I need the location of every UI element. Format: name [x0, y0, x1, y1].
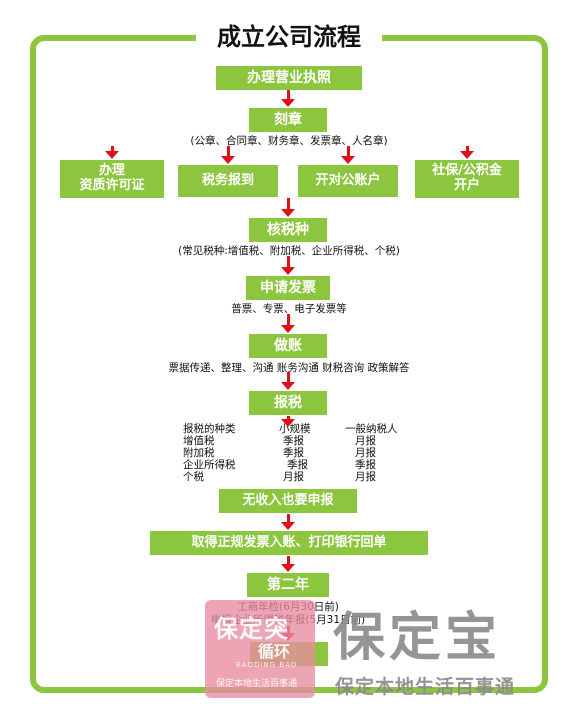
- tax-cell: 增值税: [183, 435, 215, 447]
- tax-filing-table: 报税的种类 小规模 一般纳税人 增值税 季报 月报 附加税 季报 月报 企业所得…: [183, 423, 413, 483]
- step-qualification-permit: 办理 资质许可证: [60, 160, 164, 198]
- step-tax-registration: 税务报到: [178, 165, 278, 197]
- watermark-gray-logo: 保定宝: [333, 608, 502, 668]
- step-second-year: 第二年: [247, 573, 329, 597]
- tax-cell: 企业所得税: [183, 459, 236, 471]
- table-row: 增值税 季报 月报: [183, 435, 413, 447]
- watermark-gray-sub: 保定本地生活百事通: [335, 676, 516, 698]
- tax-header-general: 一般纳税人: [345, 423, 398, 435]
- tax-cell: 月报: [355, 447, 376, 459]
- step-tax-type: 核税种: [249, 218, 327, 242]
- watermark-pink-bottom: 保定本地生活百事通: [216, 679, 298, 689]
- tax-cell: 月报: [283, 471, 304, 483]
- tax-table-header: 报税的种类 小规模 一般纳税人: [183, 423, 413, 435]
- tax-cell: 月报: [355, 471, 376, 483]
- tax-cell: 季报: [283, 435, 304, 447]
- invoice-note: 普票、专票、电子发票等: [231, 303, 347, 315]
- tax-cell: 季报: [355, 459, 376, 471]
- step-invoice-bank-slip: 取得正规发票入账、打印银行回单: [150, 531, 428, 555]
- table-row: 企业所得税 季报 季报: [183, 459, 413, 471]
- title-gap: [196, 22, 382, 52]
- tax-cell: 个税: [183, 471, 204, 483]
- step-apply-invoice: 申请发票: [246, 276, 330, 300]
- tax-cell: 月报: [355, 435, 376, 447]
- step-seal: 刻章: [249, 108, 327, 132]
- step-business-license: 办理营业执照: [216, 66, 362, 90]
- seal-note: (公章、合同章、财务章、发票章、人名章): [190, 135, 388, 147]
- watermark-pink-en: BAODING BAO: [236, 661, 298, 669]
- accounting-note: 票据传递、整理、沟通 账务沟通 财税咨询 政策解答: [168, 362, 410, 374]
- step-social-security: 社保/公积金 开户: [415, 160, 519, 198]
- tax-type-note: (常见税种:增值税、附加税、企业所得税、个税): [178, 245, 400, 257]
- step-no-income-filing: 无收入也要申报: [219, 489, 357, 513]
- tax-header-type: 报税的种类: [183, 423, 236, 435]
- table-row: 附加税 季报 月报: [183, 447, 413, 459]
- watermark-pink-text: 保定突: [214, 615, 289, 643]
- step-bank-account: 开对公账户: [298, 165, 398, 197]
- step-accounting: 做账: [249, 334, 327, 358]
- table-row: 个税 月报 月报: [183, 471, 413, 483]
- watermark-pink-sub: 循环: [258, 642, 291, 661]
- tax-cell: 附加税: [183, 447, 215, 459]
- step-tax-filing: 报税: [249, 391, 327, 415]
- tax-cell: 季报: [287, 459, 308, 471]
- watermark-pink-badge: [205, 600, 315, 698]
- page-title: 成立公司流程: [217, 23, 361, 51]
- tax-cell: 季报: [283, 447, 304, 459]
